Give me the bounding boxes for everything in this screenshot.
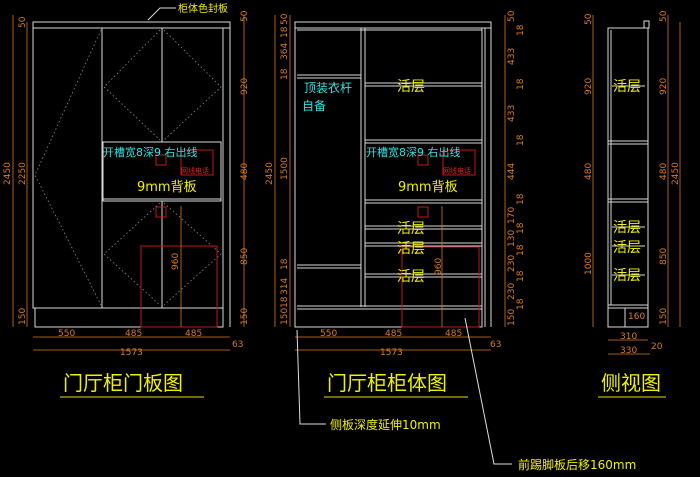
socket-label: 网线电话 <box>443 166 471 175</box>
dim-right: 18 <box>516 78 526 90</box>
shelf-label: 活层 <box>613 220 641 236</box>
dim-inner: 2250 <box>18 162 28 185</box>
dim-right: 480 <box>659 163 669 180</box>
shelf-label: 活层 <box>397 221 425 237</box>
dim-ws: 63 <box>490 340 501 350</box>
dim-left: 480 <box>584 163 594 180</box>
dim-left: 50 <box>280 13 290 25</box>
dim-total: 2450 <box>265 162 275 185</box>
dim-960: 960 <box>171 253 181 270</box>
dim-total: 2450 <box>671 162 681 185</box>
dim-left: 18 <box>280 296 290 308</box>
edge-banding-note: 柜体色封板 <box>178 2 228 15</box>
dim-right: 18 <box>516 134 526 146</box>
dim-right: 150 <box>507 309 517 326</box>
dim-left: 1000 <box>584 252 594 275</box>
dim-w2: 485 <box>385 329 402 339</box>
rod-note-2: 自备 <box>302 99 326 113</box>
shelf-label: 活层 <box>613 268 641 284</box>
rod-note-1: 顶装衣杆 <box>304 80 352 95</box>
dim-right: 50 <box>659 10 669 22</box>
dim-right: 50 <box>507 10 517 22</box>
dim-right: 433 <box>507 48 517 65</box>
dim-left: 50 <box>584 13 594 25</box>
dim-right: 18 <box>516 244 526 256</box>
dim-w3: 485 <box>445 329 462 339</box>
dim-left: 364 <box>280 43 290 60</box>
dim-480: 480 <box>240 163 250 180</box>
dim-right: 433 <box>507 105 517 122</box>
dim-kick: 160 <box>628 312 645 322</box>
shelf-label: 活层 <box>397 269 425 285</box>
dim-left: 1500 <box>280 157 290 180</box>
dim-left: 18 <box>280 26 290 38</box>
side-view: 活层 活层 活层 活层 160 50 920 480 1000 50 920 4… <box>584 10 681 398</box>
dim-w1: 550 <box>58 329 75 339</box>
dim-right: 150 <box>659 308 669 325</box>
groove-note: 开槽宽8深9 右出线 <box>103 145 198 159</box>
dim-150: 150 <box>240 308 250 325</box>
title-side: 侧视图 <box>601 371 661 395</box>
groove-note: 开槽宽8深9 右出线 <box>366 145 461 159</box>
dim-top: 50 <box>18 16 28 28</box>
dim-right: 170 <box>507 207 517 224</box>
cabinet-body-view: 960 顶装衣杆 自备 活层 开槽宽8深9 右出线 网线电话 9mm背板 活层 … <box>265 10 636 472</box>
dim-ws: 63 <box>232 340 243 350</box>
back-panel-label: 9mm背板 <box>398 180 458 195</box>
dim-left: 18 <box>280 258 290 270</box>
door-panel-view: 960 开槽宽8深9 右出线 网线电话 9mm背板 柜体色封板 2450 225… <box>3 2 250 398</box>
dim-total: 2450 <box>3 162 13 185</box>
dim-w1: 310 <box>620 332 637 342</box>
dim-bottom: 150 <box>18 308 28 325</box>
dim-w2: 485 <box>125 329 142 339</box>
dim-right: 18 <box>516 24 526 36</box>
dim-850: 850 <box>240 248 250 265</box>
dim-w1: 550 <box>320 329 337 339</box>
dim-right: 230 <box>507 283 517 300</box>
dim-right: 18 <box>516 222 526 234</box>
dim-left: 18 <box>280 68 290 80</box>
dim-left: 314 <box>280 278 290 295</box>
shelf-label: 活层 <box>613 240 641 256</box>
dim-right: 444 <box>507 163 517 180</box>
back-panel-label: 9mm背板 <box>137 180 197 195</box>
dim-left: 920 <box>584 78 594 95</box>
dim-ws: 20 <box>651 342 663 352</box>
dim-920: 920 <box>240 78 250 95</box>
shelf-label: 活层 <box>397 241 425 257</box>
shelf-label: 活层 <box>613 79 641 95</box>
dim-w2: 330 <box>620 346 637 356</box>
dim-right: 920 <box>659 78 669 95</box>
dim-left: 150 <box>280 308 290 325</box>
dim-wt: 1573 <box>380 348 403 358</box>
dim-wt: 1573 <box>120 348 143 358</box>
dim-right: 18 <box>516 270 526 282</box>
title-door: 门厅柜门板图 <box>63 371 183 395</box>
dim-right: 18 <box>516 298 526 310</box>
socket-label: 网线电话 <box>181 166 209 175</box>
dim-right: 18 <box>516 193 526 205</box>
dim-right: 850 <box>659 248 669 265</box>
side-extend-note: 侧板深度延伸10mm <box>330 417 441 432</box>
dim-w3: 485 <box>185 329 202 339</box>
dim-top-r: 50 <box>240 10 250 22</box>
dim-960: 960 <box>434 258 444 275</box>
dim-right: 130 <box>507 230 517 247</box>
kick-back-note: 前踢脚板后移160mm <box>518 457 636 472</box>
dim-right: 230 <box>507 255 517 272</box>
shelf-label: 活层 <box>397 79 425 95</box>
title-body: 门厅柜柜体图 <box>327 371 447 395</box>
